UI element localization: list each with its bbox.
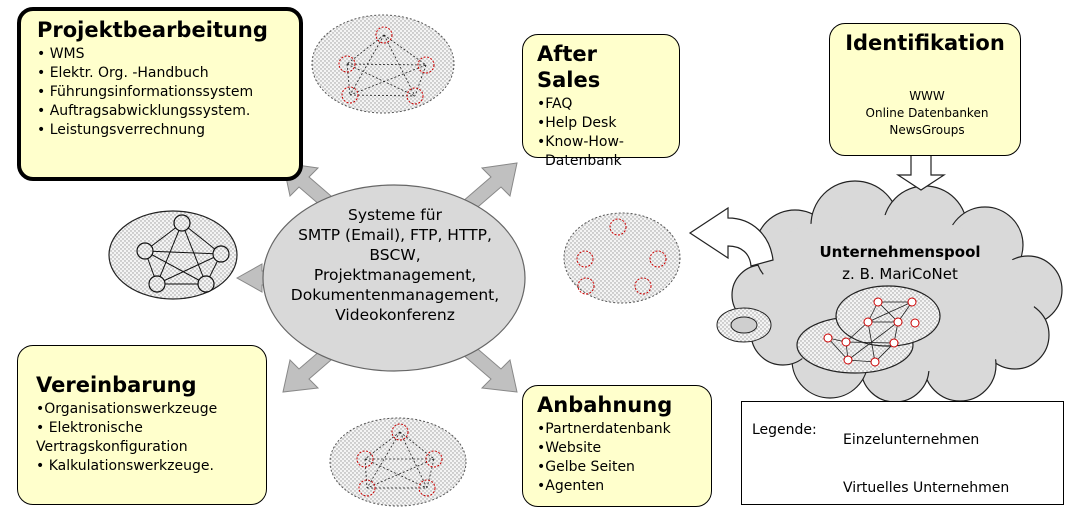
systems-text: Systeme für SMTP (Email), FTP, HTTP, BSC… — [268, 205, 522, 325]
list-item: • Leistungsverrechnung — [37, 122, 206, 138]
legend-title: Legende: — [752, 422, 817, 438]
after-sales-list: •FAQ •Help Desk •Know-How- Datenbank — [537, 95, 665, 171]
vereinbarung-title: Vereinbarung — [36, 373, 197, 397]
identifikation-box: Identifikation — [829, 23, 1021, 156]
anbahnung-box: Anbahnung •Partnerdatenbank •Website •Ge… — [522, 385, 712, 507]
list-item: Vertragskonfiguration — [36, 439, 188, 455]
after-sales-title: After Sales — [537, 42, 601, 92]
list-item: • Kalkulationswerkzeuge. — [36, 458, 214, 474]
systems-line: Projektmanagement, — [313, 266, 477, 284]
database-sources: WWW Online Datenbanken NewsGroups — [852, 88, 1002, 139]
network-left — [108, 210, 238, 300]
vereinbarung-list: •Organisationswerkzeuge • Elektronische … — [36, 400, 250, 476]
drum-line: WWW — [909, 89, 945, 103]
systems-line: Systeme für — [348, 206, 442, 224]
list-item: •FAQ — [537, 96, 573, 112]
list-item: •Website — [537, 440, 602, 456]
list-item: • WMS — [37, 46, 85, 62]
systems-ellipse — [262, 184, 526, 372]
pool-cloud — [716, 180, 1063, 403]
after-sales-box: After Sales •FAQ •Help Desk •Know-How- D… — [522, 34, 680, 169]
vereinbarung-box: Vereinbarung •Organisationswerkzeuge • E… — [17, 345, 267, 505]
systems-line: Videokonferenz — [335, 306, 455, 324]
projektbearbeitung-title: Projektbearbeitung — [37, 18, 268, 42]
pool-title: Unternehmenspool — [819, 243, 981, 261]
legend-virtuell-label: Virtuelles Unternehmen — [843, 480, 1010, 496]
list-item: •Agenten — [537, 478, 605, 494]
projektbearbeitung-list: • WMS • Elektr. Org. -Handbuch • Führung… — [37, 45, 283, 140]
identifikation-title: Identifikation — [845, 31, 1005, 55]
list-item: • Auftragsabwicklungssystem. — [37, 103, 251, 119]
network-loose — [563, 212, 681, 304]
list-item: • Elektronische — [36, 420, 143, 436]
list-item: •Partnerdatenbank — [537, 421, 671, 437]
drum-line: NewsGroups — [889, 123, 965, 137]
legend-box: Legende: Einzelunternehmen Virtuelles Un… — [741, 401, 1064, 505]
pool-subtitle: z. B. MariCoNet — [842, 265, 958, 283]
systems-line: BSCW, — [369, 246, 421, 264]
list-item: • Führungsinformationssystem — [37, 84, 254, 100]
network-bottom — [329, 417, 467, 507]
projektbearbeitung-box: Projektbearbeitung • WMS • Elektr. Org. … — [17, 7, 303, 181]
systems-line: SMTP (Email), FTP, HTTP, — [298, 226, 492, 244]
network-top — [311, 14, 455, 114]
list-item: •Organisationswerkzeuge — [36, 401, 218, 417]
list-item: •Know-How- — [537, 134, 624, 150]
list-item: Datenbank — [545, 153, 622, 169]
anbahnung-title: Anbahnung — [537, 393, 673, 417]
anbahnung-list: •Partnerdatenbank •Website •Gelbe Seiten… — [537, 420, 697, 496]
legend-einzel-label: Einzelunternehmen — [843, 432, 980, 448]
list-item: •Gelbe Seiten — [537, 459, 635, 475]
drum-line: Online Datenbanken — [865, 106, 989, 120]
pool-arrow — [688, 206, 774, 267]
list-item: • Elektr. Org. -Handbuch — [37, 65, 209, 81]
list-item: •Help Desk — [537, 115, 617, 131]
systems-line: Dokumentenmanagement, — [290, 286, 500, 304]
identifikation-arrow — [895, 154, 947, 191]
